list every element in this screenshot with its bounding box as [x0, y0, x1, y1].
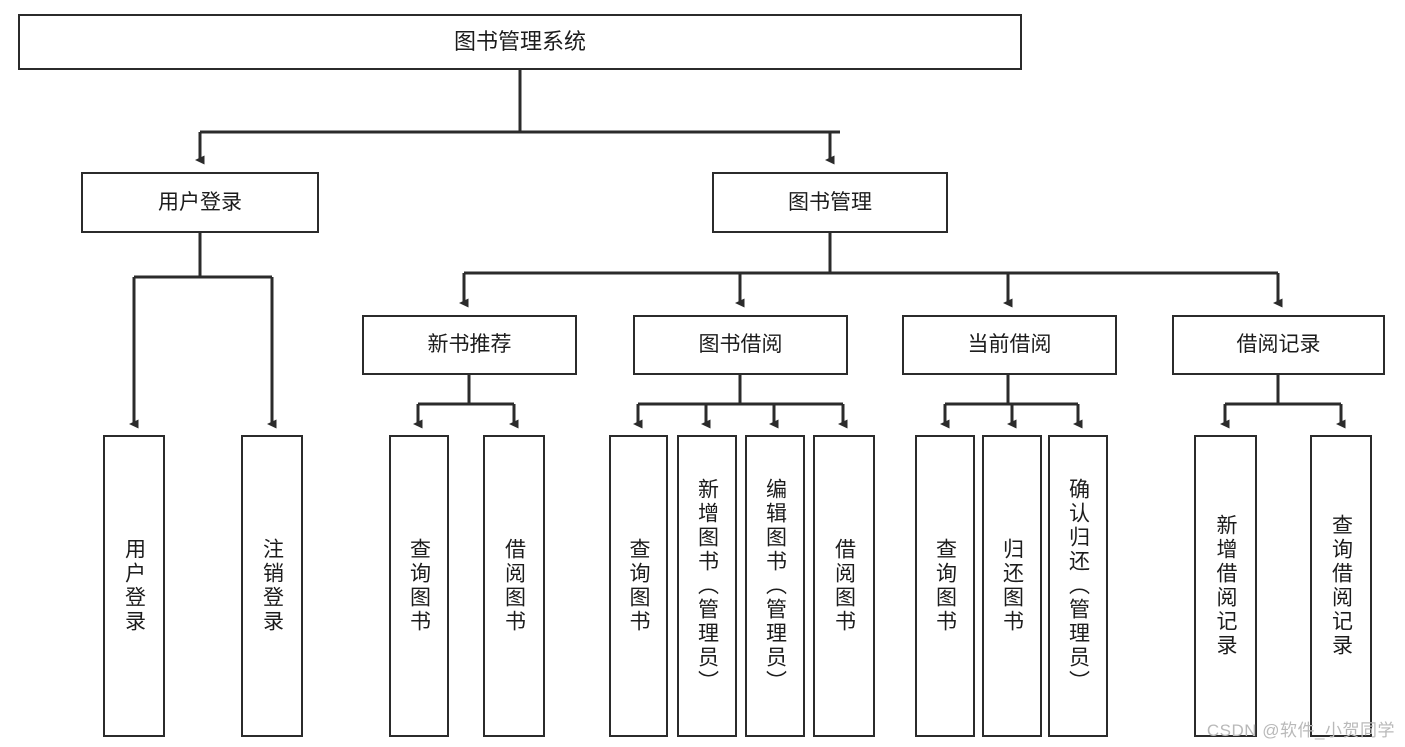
- node-book-manage-label: 图书管理: [788, 190, 872, 214]
- leaf-add-book-admin[interactable]: 新增图书（管理员）: [677, 435, 737, 737]
- leaf-user-logout[interactable]: 注销登录: [241, 435, 303, 737]
- node-new-book-recommend[interactable]: 新书推荐: [362, 315, 577, 375]
- leaf-query-book-2-label: 查询图书: [627, 538, 650, 634]
- leaf-add-borrow-record-label: 新增借阅记录: [1214, 514, 1237, 658]
- leaf-edit-book-admin-label: 编辑图书（管理员）: [763, 478, 787, 694]
- node-book-manage[interactable]: 图书管理: [712, 172, 948, 233]
- node-borrow-record-label: 借阅记录: [1236, 333, 1321, 357]
- node-root-label: 图书管理系统: [453, 28, 586, 54]
- leaf-query-book-1[interactable]: 查询图书: [389, 435, 449, 737]
- leaf-return-book[interactable]: 归还图书: [982, 435, 1042, 737]
- node-user-login[interactable]: 用户登录: [81, 172, 319, 233]
- leaf-user-login-label: 用户登录: [122, 538, 146, 634]
- leaf-user-logout-label: 注销登录: [260, 538, 284, 634]
- node-book-borrow[interactable]: 图书借阅: [633, 315, 848, 375]
- leaf-return-book-label: 归还图书: [1000, 538, 1024, 634]
- leaf-query-book-3-label: 查询图书: [933, 538, 957, 634]
- node-borrow-record[interactable]: 借阅记录: [1172, 315, 1385, 375]
- leaf-borrow-book-2[interactable]: 借阅图书: [813, 435, 875, 737]
- node-current-borrow[interactable]: 当前借阅: [902, 315, 1117, 375]
- leaf-query-borrow-record[interactable]: 查询借阅记录: [1310, 435, 1372, 737]
- leaf-add-borrow-record[interactable]: 新增借阅记录: [1194, 435, 1257, 737]
- leaf-query-book-1-label: 查询图书: [407, 538, 431, 634]
- leaf-borrow-book-1-label: 借阅图书: [502, 538, 526, 634]
- node-book-borrow-label: 图书借阅: [698, 333, 783, 357]
- node-current-borrow-label: 当前借阅: [967, 333, 1052, 357]
- leaf-confirm-return-admin[interactable]: 确认归还（管理员）: [1048, 435, 1108, 737]
- leaf-query-book-3[interactable]: 查询图书: [915, 435, 975, 737]
- leaf-borrow-book-1[interactable]: 借阅图书: [483, 435, 545, 737]
- csdn-watermark: CSDN @软件_小贺同学: [1206, 721, 1395, 740]
- node-new-book-recommend-label: 新书推荐: [427, 333, 512, 357]
- leaf-user-login[interactable]: 用户登录: [103, 435, 165, 737]
- leaf-add-book-admin-label: 新增图书（管理员）: [695, 478, 719, 694]
- leaf-query-book-2[interactable]: 查询图书: [609, 435, 668, 737]
- leaf-borrow-book-2-label: 借阅图书: [832, 538, 856, 634]
- leaf-confirm-return-admin-label: 确认归还（管理员）: [1066, 478, 1090, 694]
- leaf-edit-book-admin[interactable]: 编辑图书（管理员）: [745, 435, 805, 737]
- leaf-query-borrow-record-label: 查询借阅记录: [1329, 514, 1353, 658]
- node-user-login-label: 用户登录: [158, 190, 242, 214]
- node-root[interactable]: 图书管理系统: [18, 14, 1022, 70]
